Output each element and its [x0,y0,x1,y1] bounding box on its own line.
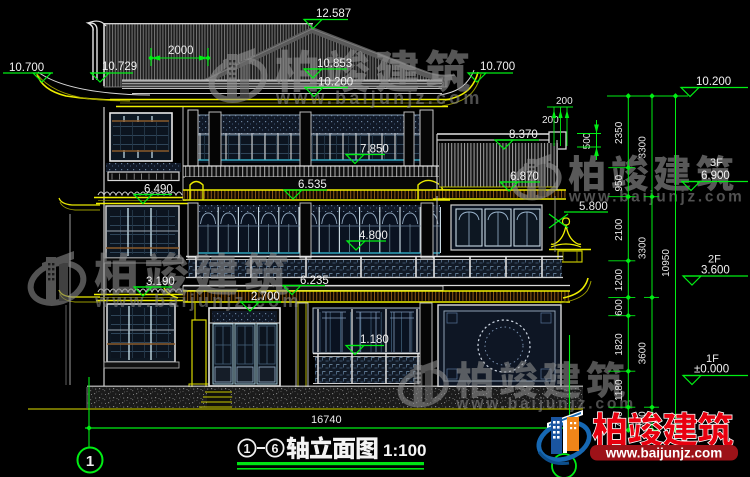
svg-text:1: 1 [244,442,251,456]
svg-text:www.baijunjz.com: www.baijunjz.com [455,395,636,412]
svg-text:6: 6 [272,442,279,456]
svg-text:10950: 10950 [661,249,672,277]
svg-text:6.535: 6.535 [298,179,327,191]
svg-text:10.200: 10.200 [696,76,731,88]
svg-text:3.190: 3.190 [146,276,175,288]
svg-text:www.baijunjz.com: www.baijunjz.com [94,291,302,311]
svg-text:500: 500 [582,132,593,149]
svg-text:6.870: 6.870 [510,171,539,183]
svg-text:600: 600 [614,299,625,316]
svg-text:950: 950 [614,174,625,191]
svg-text:3.600: 3.600 [701,265,730,277]
svg-text:1180: 1180 [614,379,625,401]
svg-text:www.baijunjz.com: www.baijunjz.com [275,88,483,108]
svg-text:10.853: 10.853 [317,58,352,70]
svg-text:4.800: 4.800 [359,230,388,242]
svg-text:3600: 3600 [638,342,649,365]
svg-text:6.900: 6.900 [701,170,730,182]
svg-text:2000: 2000 [168,45,194,57]
svg-text:www.baijunjz.com: www.baijunjz.com [605,446,723,461]
svg-text:200: 200 [556,96,573,107]
svg-text:1820: 1820 [614,333,625,356]
svg-text:2350: 2350 [614,121,625,144]
svg-text:2F: 2F [708,254,721,266]
svg-text:10.200: 10.200 [318,77,353,89]
svg-text:10.729: 10.729 [102,61,137,73]
svg-text:1: 1 [86,453,94,470]
svg-text:1.180: 1.180 [360,334,389,346]
svg-text:2100: 2100 [614,218,625,241]
svg-text:1200: 1200 [614,269,625,292]
svg-text:10.700: 10.700 [9,62,44,74]
svg-text:3F: 3F [710,157,723,169]
svg-text:12.587: 12.587 [316,8,351,20]
svg-text:3300: 3300 [638,136,649,159]
svg-text:1:100: 1:100 [383,441,426,460]
svg-text:7.850: 7.850 [360,144,389,156]
svg-text:200: 200 [542,115,559,126]
svg-text:2.700: 2.700 [251,291,280,303]
svg-text:5.800: 5.800 [579,201,608,213]
svg-text:3300: 3300 [638,236,649,259]
svg-text:6.235: 6.235 [300,275,329,287]
svg-text:1F: 1F [706,353,719,365]
svg-text:16740: 16740 [311,414,342,426]
svg-text:10.700: 10.700 [480,61,515,73]
svg-text:8.370: 8.370 [509,129,538,141]
svg-text:±0.000: ±0.000 [694,364,729,376]
svg-text:6.490: 6.490 [144,184,173,196]
